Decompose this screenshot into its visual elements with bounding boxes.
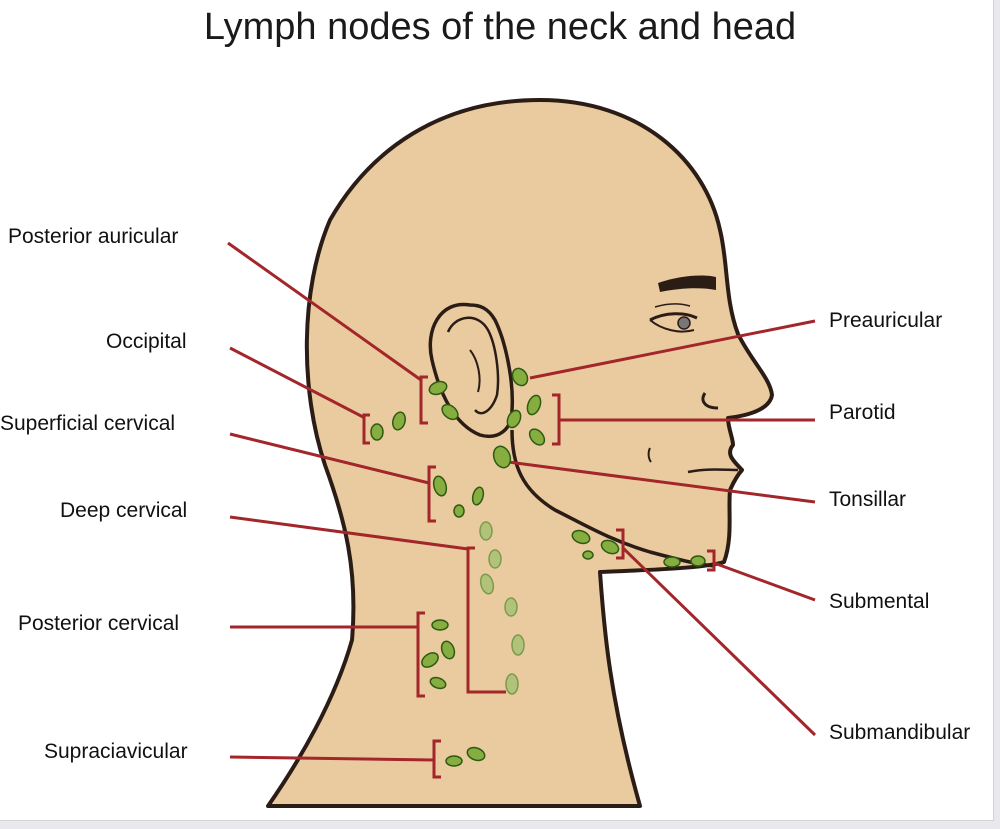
node-occipital [392, 411, 406, 431]
bracket-posterior-cervical [416, 611, 425, 698]
node-parotid [506, 409, 522, 429]
ear-concha [469, 349, 481, 393]
leader-posterior-auricular [227, 241, 422, 382]
bracket-posterior-auricular [419, 375, 428, 425]
jaw-line [510, 429, 716, 568]
node-deep-cervical [479, 573, 495, 595]
eye-lower-lid [649, 319, 695, 333]
brackets [362, 375, 716, 779]
eye-iris [677, 316, 691, 330]
node-submental [663, 556, 681, 568]
label-superficial-cervical: Superficial cervical [0, 412, 176, 435]
leader-superficial-cervical [229, 432, 430, 485]
label-posterior-auricular: Posterior auricular [8, 225, 179, 248]
node-submental [690, 555, 706, 567]
mouth-line [687, 468, 739, 474]
node-occipital [370, 423, 384, 441]
node-submandibular [600, 539, 620, 555]
node-parotid [528, 428, 546, 446]
ear-inner [446, 316, 500, 415]
deep-cervical-nodes [479, 521, 525, 695]
label-occipital: Occipital [106, 330, 187, 353]
eyebrow [658, 275, 716, 292]
lymph-nodes [370, 367, 706, 767]
node-submandibular [571, 529, 591, 545]
label-supraclavicular: Supraciavicular [44, 740, 188, 763]
node-parotid [526, 394, 542, 416]
label-submandibular: Submandibular [829, 721, 971, 744]
node-posterior-cervical [421, 652, 439, 668]
eye-crease [654, 303, 691, 308]
node-submandibular [582, 550, 594, 560]
node-supraclavicular [445, 755, 463, 767]
eye-upper-lid [649, 312, 698, 322]
label-parotid: Parotid [829, 401, 896, 424]
bracket-deep-cervical [466, 546, 506, 694]
node-deep-cervical [504, 597, 518, 617]
node-posterior-cervical [440, 640, 456, 660]
nostril-line [701, 392, 719, 410]
node-supraclavicular [466, 746, 486, 762]
node-tonsillar [492, 445, 512, 469]
label-submental: Submental [829, 590, 930, 613]
leader-deep-cervical [229, 515, 469, 551]
leader-tonsillar [507, 460, 816, 504]
node-posterior-auricular [428, 380, 448, 396]
leader-preauricular [529, 319, 816, 380]
node-superficial-cervical [471, 486, 485, 506]
node-posterior-cervical [429, 676, 447, 690]
bracket-occipital [362, 413, 370, 445]
label-preauricular: Preauricular [829, 309, 943, 332]
head-silhouette [266, 98, 774, 808]
node-deep-cervical [505, 673, 519, 695]
bracket-supraclavicular [432, 739, 441, 779]
label-posterior-cervical: Posterior cervical [18, 612, 180, 635]
leader-occipital [229, 346, 366, 420]
bracket-submental [707, 549, 716, 572]
label-deep-cervical: Deep cervical [60, 499, 188, 522]
node-posterior-auricular [441, 403, 459, 421]
label-tonsillar: Tonsillar [829, 488, 907, 511]
node-deep-cervical [488, 549, 502, 569]
node-superficial-cervical [432, 475, 448, 497]
leader-supraclavicular [229, 755, 435, 762]
bracket-submandibular [616, 528, 625, 560]
node-deep-cervical [479, 521, 493, 541]
node-deep-cervical [511, 634, 525, 656]
node-posterior-cervical [431, 619, 449, 631]
bracket-superficial-cervical [427, 465, 436, 523]
leader-submental [713, 561, 816, 602]
figure-title: Lymph nodes of the neck and head [203, 6, 797, 48]
leader-submandibular [621, 546, 817, 737]
leader-lines [227, 241, 817, 762]
cheek-crease [647, 447, 652, 463]
bracket-parotid [552, 393, 561, 446]
node-preauricular [511, 367, 529, 387]
node-superficial-cervical [453, 504, 465, 518]
